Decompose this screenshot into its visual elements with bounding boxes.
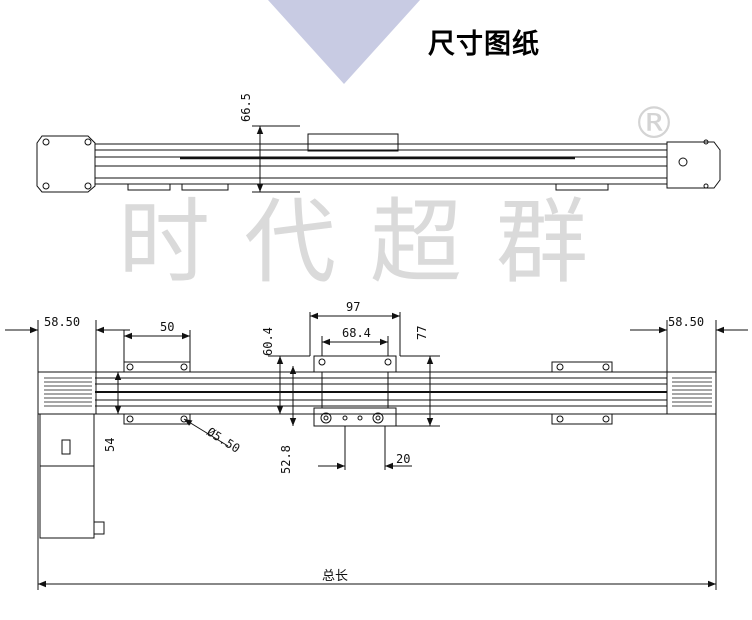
header-chevron — [268, 0, 420, 84]
side-view — [36, 125, 721, 193]
registered-mark: ® — [632, 98, 676, 149]
dim-right-end: 58.50 — [668, 315, 704, 329]
dim-carriage-width: 97 — [346, 300, 360, 314]
dim-carriage-hole: 68.4 — [342, 326, 371, 340]
dim-carriage-depth: 52.8 — [279, 445, 293, 474]
dim-hole-diameter: Ø5.50 — [204, 425, 242, 456]
top-view — [5, 312, 748, 590]
dim-motor-width: 54 — [103, 438, 117, 452]
dim-left-motor: 58.50 — [44, 315, 80, 329]
watermark-text: 时代超群 — [118, 189, 623, 296]
dim-rail-height: 60.4 — [261, 327, 275, 356]
dim-hole-pitch: 20 — [396, 452, 410, 466]
dim-height-top: 66.5 — [239, 93, 253, 122]
page-title: 尺寸图纸 — [428, 29, 540, 60]
dim-total-length: 总长 — [322, 569, 348, 584]
dim-hole-spacing: 50 — [160, 320, 174, 334]
dim-carriage-height: 77 — [415, 326, 429, 340]
